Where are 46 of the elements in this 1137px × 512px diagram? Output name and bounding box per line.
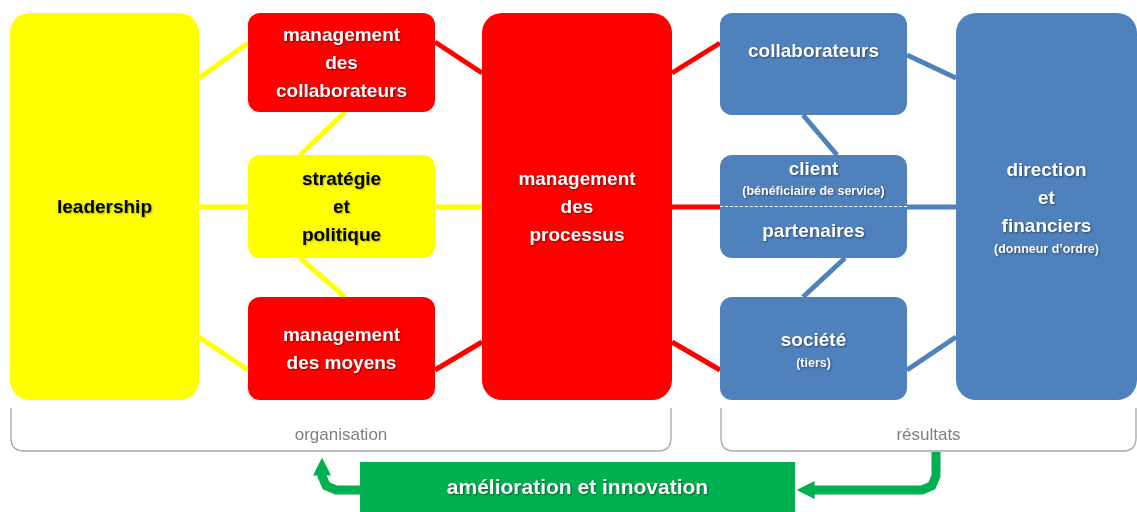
connector-line: [199, 204, 248, 210]
connector-line: [197, 40, 250, 81]
group-bracket: [720, 408, 1137, 452]
box-label: direction et financiers: [1001, 157, 1092, 238]
process-box: [360, 462, 795, 512]
process-box: [248, 297, 435, 400]
split-box: [720, 155, 907, 258]
process-box: [720, 13, 907, 115]
box-label: collaborateurs: [748, 39, 879, 63]
process-box: [482, 13, 672, 400]
connector-line: [197, 334, 250, 373]
box-note: (tiers): [796, 354, 831, 372]
connector-line: [433, 39, 484, 76]
box-note: (donneur d’ordre): [994, 240, 1099, 258]
process-box: [10, 13, 199, 400]
box-label: partenaires: [761, 219, 866, 243]
arrow: [796, 452, 941, 499]
box-label: stratégie et politique: [301, 166, 382, 247]
connector-line: [905, 334, 958, 373]
process-box: [720, 297, 907, 400]
connector-line: [907, 204, 956, 210]
process-box: [248, 13, 435, 112]
box-label: management des moyens: [282, 322, 401, 375]
group-label: organisation: [294, 424, 388, 446]
connector-line: [435, 204, 482, 210]
box-label: société: [780, 327, 847, 352]
connector-line: [801, 256, 847, 299]
connector-line: [433, 339, 484, 373]
connector-line: [905, 52, 958, 81]
connector-line: [298, 110, 347, 157]
box-label: client: [787, 157, 840, 181]
box-note: (bénéficiaire de service): [741, 183, 886, 200]
box-label: management des collaborateurs: [276, 22, 407, 103]
connector-line: [670, 339, 722, 373]
arrow: [313, 457, 360, 495]
connector-line: [801, 113, 839, 157]
connector-line: [672, 204, 720, 210]
process-box: [248, 155, 435, 258]
box-label: amélioration et innovation: [446, 474, 709, 500]
connector-line: [670, 40, 722, 76]
connector-line: [298, 256, 347, 299]
group-label: résultats: [896, 424, 961, 446]
box-label: management des processus: [518, 166, 636, 247]
group-bracket: [10, 408, 672, 452]
process-box: [956, 13, 1137, 400]
box-label: leadership: [56, 194, 152, 219]
